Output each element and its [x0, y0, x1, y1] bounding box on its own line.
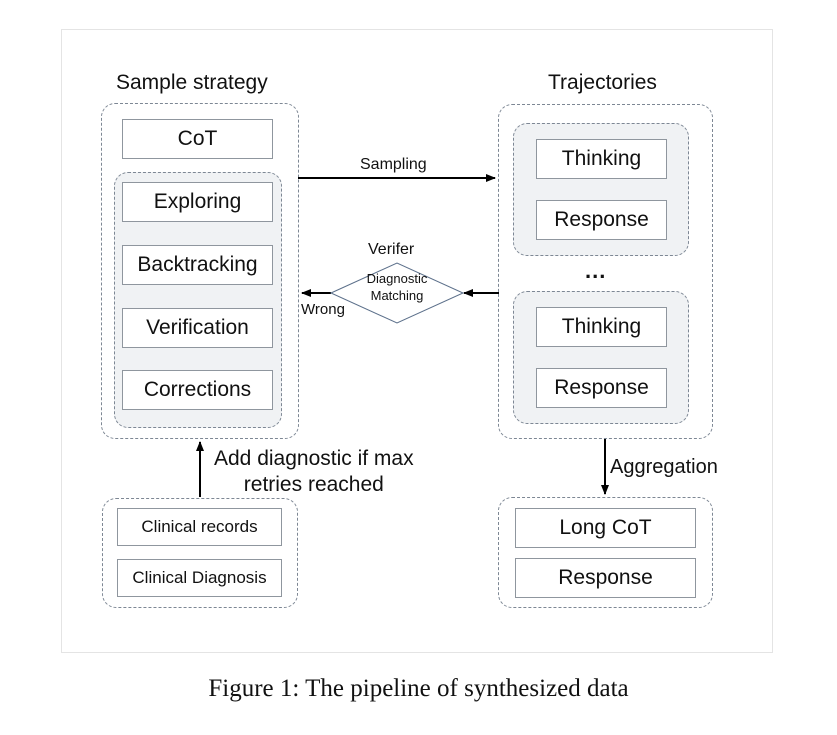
exploring-box: Exploring	[122, 182, 273, 222]
verifier-diamond	[329, 262, 465, 324]
trajectory-2-thinking-box: Thinking	[536, 307, 667, 347]
clinical-records-box: Clinical records	[117, 508, 282, 546]
backtracking-box: Backtracking	[122, 245, 273, 285]
clinical-diagnosis-box: Clinical Diagnosis	[117, 559, 282, 597]
diamond-line-1: Diagnostic	[366, 271, 428, 286]
corrections-box: Corrections	[122, 370, 273, 410]
verifier-title: Verifer	[368, 241, 415, 258]
add-diagnostic-label: Add diagnostic if max retries reached	[214, 446, 414, 498]
add-diagnostic-line-1: Add diagnostic if max	[214, 447, 414, 470]
trajectories-title: Trajectories	[548, 71, 657, 94]
trajectory-1-thinking-box: Thinking	[536, 139, 667, 179]
trajectories-ellipsis: ...	[585, 258, 607, 283]
trajectory-2-response-box: Response	[536, 368, 667, 408]
diamond-line-2: Matching	[370, 288, 424, 303]
cot-box: CoT	[122, 119, 273, 159]
sampling-label: Sampling	[360, 156, 427, 173]
add-diagnostic-line-2: retries reached	[243, 473, 384, 496]
verification-box: Verification	[122, 308, 273, 348]
figure-frame	[61, 29, 773, 653]
sample-strategy-title: Sample strategy	[116, 71, 268, 94]
trajectory-1-response-box: Response	[536, 200, 667, 240]
figure-caption: Figure 1: The pipeline of synthesized da…	[208, 675, 629, 702]
aggregation-label: Aggregation	[610, 456, 718, 478]
long-cot-box: Long CoT	[515, 508, 696, 548]
wrong-label: Wrong	[301, 301, 345, 318]
verifier-diamond-label: Diagnostic Matching	[330, 270, 464, 304]
output-response-box: Response	[515, 558, 696, 598]
